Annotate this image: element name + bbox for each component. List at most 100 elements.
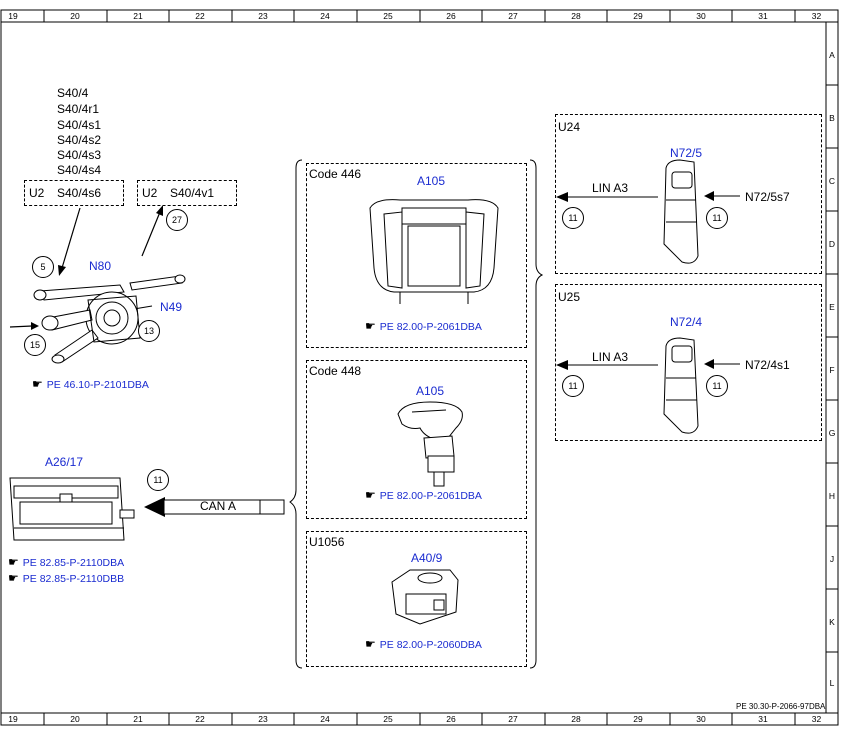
col-label-bottom: 29 bbox=[633, 714, 643, 724]
callout-11: 11 bbox=[562, 375, 584, 397]
lin-label: LIN A3 bbox=[592, 350, 629, 364]
box-label: S40/4s6 bbox=[57, 186, 102, 200]
callout-11: 11 bbox=[706, 375, 728, 397]
ref-code-446[interactable]: ☛PE 82.00-P-2061DBA bbox=[365, 319, 482, 333]
switch-label: S40/4r1 bbox=[57, 102, 100, 116]
row-label: C bbox=[828, 176, 836, 186]
ref-text[interactable]: PE 82.00-P-2061DBA bbox=[379, 490, 482, 502]
ref-a26-1[interactable]: ☛PE 82.85-P-2110DBA bbox=[8, 555, 124, 569]
switch-label: S40/4s1 bbox=[57, 118, 102, 132]
col-label: 22 bbox=[195, 11, 205, 21]
u2-box-s40-4s6: U2 S40/4s6 bbox=[24, 180, 124, 206]
ref-code-448[interactable]: ☛PE 82.00-P-2061DBA bbox=[365, 488, 482, 502]
row-label: G bbox=[828, 428, 836, 438]
col-label-bottom: 19 bbox=[8, 714, 18, 724]
switch-label: S40/4s4 bbox=[57, 163, 102, 177]
u2-box-s40-4v1: U2 S40/4v1 bbox=[137, 180, 237, 206]
col-label-bottom: 28 bbox=[571, 714, 581, 724]
col-label: 20 bbox=[70, 11, 80, 21]
ref-u1056[interactable]: ☛PE 82.00-P-2060DBA bbox=[365, 637, 482, 651]
col-label-bottom: 26 bbox=[446, 714, 456, 724]
col-label-bottom: 32 bbox=[811, 714, 822, 724]
col-label: 24 bbox=[320, 11, 330, 21]
code-448-box: Code 448 A105 ☛PE 82.00-P-2061DBA bbox=[306, 360, 527, 519]
ref-text[interactable]: PE 82.00-P-2060DBA bbox=[379, 639, 482, 651]
callout-5: 5 bbox=[32, 256, 54, 278]
col-label: 32 bbox=[811, 11, 822, 21]
col-label: 25 bbox=[383, 11, 393, 21]
col-label: 23 bbox=[258, 11, 268, 21]
col-label-bottom: 23 bbox=[258, 714, 268, 724]
box-prefix: U2 bbox=[142, 186, 158, 200]
row-label: D bbox=[828, 239, 836, 249]
pointing-hand-icon: ☛ bbox=[8, 571, 19, 585]
box-label: Code 446 bbox=[309, 167, 362, 181]
row-label: L bbox=[829, 678, 835, 688]
ref-text[interactable]: PE 82.85-P-2110DBA bbox=[22, 557, 125, 569]
n49-label: N49 bbox=[160, 300, 183, 314]
a26-title: A26/17 bbox=[45, 455, 84, 469]
component-label: N72/5 bbox=[670, 146, 703, 160]
row-label: J bbox=[829, 554, 835, 564]
box-label: U25 bbox=[558, 290, 581, 304]
ref-text[interactable]: PE 46.10-P-2101DBA bbox=[46, 379, 149, 391]
lin-label: LIN A3 bbox=[592, 181, 629, 195]
col-label: 27 bbox=[508, 11, 518, 21]
switch-label: S40/4 bbox=[57, 86, 89, 100]
component-label: A105 bbox=[416, 384, 445, 398]
col-label: 31 bbox=[758, 11, 768, 21]
switch-label: S40/4s2 bbox=[57, 133, 102, 147]
row-label: H bbox=[828, 491, 836, 501]
row-label: B bbox=[829, 113, 835, 123]
row-label: A bbox=[829, 50, 835, 60]
code-446-box: Code 446 A105 ☛PE 82.00-P-2061DBA bbox=[306, 163, 527, 348]
pointing-hand-icon: ☛ bbox=[365, 637, 376, 651]
can-a-label: CAN A bbox=[200, 499, 237, 513]
col-label: 19 bbox=[8, 11, 18, 21]
ref-switch[interactable]: ☛PE 46.10-P-2101DBA bbox=[32, 377, 149, 391]
col-label: 29 bbox=[633, 11, 643, 21]
ref-text[interactable]: PE 82.00-P-2061DBA bbox=[379, 321, 482, 333]
callout-11: 11 bbox=[706, 207, 728, 229]
footer-code: PE 30.30-P-2066-97DBA bbox=[736, 702, 826, 711]
u24-box: U24 N72/5 LIN A3 N72/5s7 11 11 bbox=[555, 114, 822, 274]
box-prefix: U2 bbox=[29, 186, 45, 200]
col-label: 30 bbox=[696, 11, 706, 21]
switch-label: N72/4s1 bbox=[745, 358, 790, 372]
ref-a26-2[interactable]: ☛PE 82.85-P-2110DBB bbox=[8, 571, 124, 585]
pointing-hand-icon: ☛ bbox=[365, 319, 376, 333]
callout-27: 27 bbox=[166, 209, 188, 231]
component-label: N72/4 bbox=[670, 315, 703, 329]
switch-label: N72/5s7 bbox=[745, 190, 790, 204]
col-label-bottom: 27 bbox=[508, 714, 518, 724]
col-label-bottom: 20 bbox=[70, 714, 80, 724]
box-label: S40/4v1 bbox=[170, 186, 215, 200]
pointing-hand-icon: ☛ bbox=[365, 488, 376, 502]
col-label-bottom: 22 bbox=[195, 714, 205, 724]
n80-label: N80 bbox=[89, 259, 112, 273]
pointing-hand-icon: ☛ bbox=[32, 377, 43, 391]
callout-15: 15 bbox=[24, 334, 46, 356]
u25-box: U25 N72/4 LIN A3 N72/4s1 11 11 bbox=[555, 284, 822, 441]
row-label: E bbox=[829, 302, 835, 312]
box-label: U24 bbox=[558, 120, 581, 134]
col-label: 26 bbox=[446, 11, 456, 21]
col-label-bottom: 31 bbox=[758, 714, 768, 724]
col-label: 21 bbox=[133, 11, 143, 21]
box-label: U1056 bbox=[309, 535, 345, 549]
pointing-hand-icon: ☛ bbox=[8, 555, 19, 569]
ref-text[interactable]: PE 82.85-P-2110DBB bbox=[22, 573, 125, 585]
u1056-box: U1056 A40/9 ☛PE 82.00-P-2060DBA bbox=[306, 531, 527, 667]
component-label: A40/9 bbox=[411, 551, 443, 565]
row-label: K bbox=[829, 617, 835, 627]
col-label-bottom: 21 bbox=[133, 714, 143, 724]
callout-13: 13 bbox=[138, 320, 160, 342]
switch-label: S40/4s3 bbox=[57, 148, 102, 162]
col-label: 28 bbox=[571, 11, 581, 21]
col-label-bottom: 25 bbox=[383, 714, 393, 724]
col-label-bottom: 24 bbox=[320, 714, 330, 724]
row-label: F bbox=[829, 365, 835, 375]
component-label: A105 bbox=[417, 174, 446, 188]
callout-11: 11 bbox=[562, 207, 584, 229]
